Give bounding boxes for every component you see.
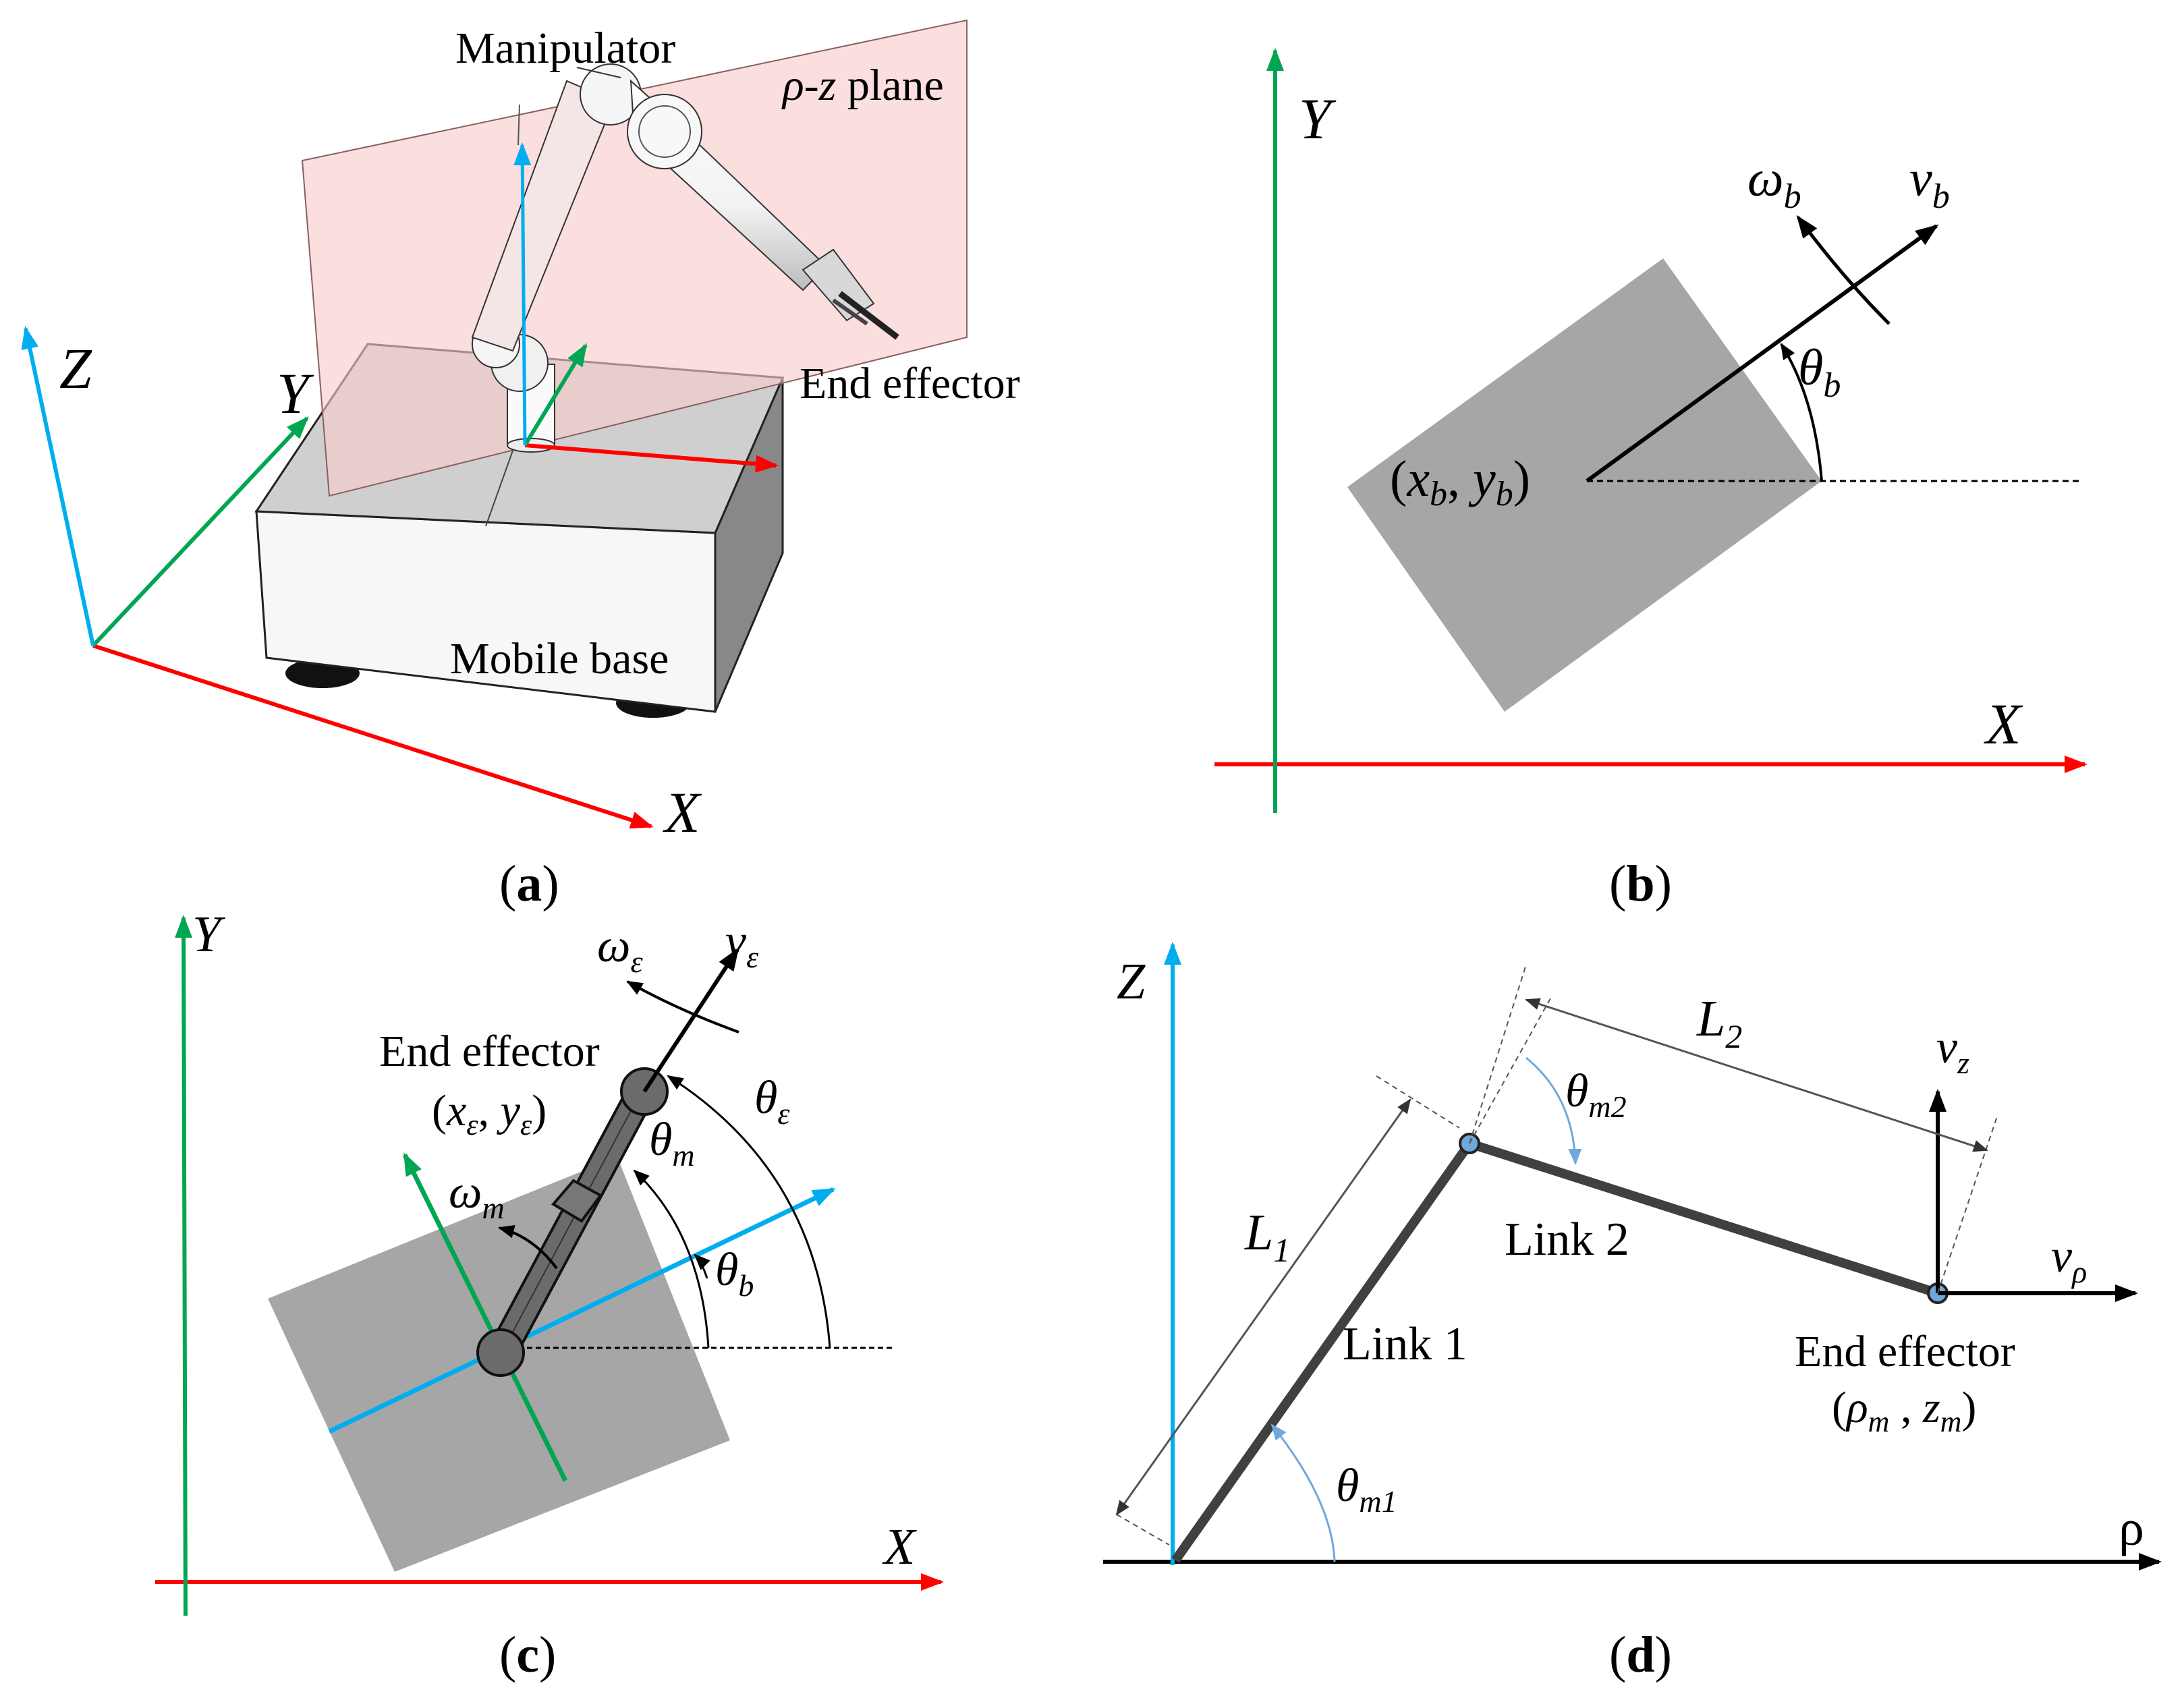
diagram-label: ωε xyxy=(597,920,643,979)
diagram-shape xyxy=(1937,1116,1998,1294)
diagram-shape xyxy=(1115,1098,1411,1516)
diagram-shape xyxy=(576,67,621,78)
caption-a: (a) xyxy=(499,855,559,912)
diagram-shape xyxy=(551,1179,603,1223)
diagram-shape xyxy=(499,1087,644,1357)
caption-b: (b) xyxy=(1609,855,1672,912)
diagram-shape xyxy=(1376,1075,1460,1129)
diagram-shape xyxy=(1469,998,1551,1144)
diagram-shape xyxy=(402,1152,568,1482)
diagram-label: vρ xyxy=(2051,1230,2087,1289)
axis-y-label-b: Y xyxy=(1299,86,1337,151)
manipulator-link-c xyxy=(476,1067,669,1377)
theta-arc-b xyxy=(1780,343,1823,482)
base-position-label: (xb, yb) xyxy=(1390,451,1530,513)
base-rectangle xyxy=(1347,258,1822,712)
diagram-label: ρ xyxy=(2119,1500,2144,1556)
link-2 xyxy=(1467,1139,1940,1298)
world-y-axis xyxy=(91,416,309,648)
diagram-label: θε xyxy=(754,1072,790,1131)
velocity-vector-c xyxy=(642,947,739,1093)
diagram-shape xyxy=(1469,964,1527,1144)
diagram-shape xyxy=(667,1075,831,1349)
diagram-shape xyxy=(175,915,193,1616)
world-z-label: Z xyxy=(59,336,92,401)
diagram-shape xyxy=(1116,1514,1170,1546)
diagram-label: θb xyxy=(1798,339,1841,405)
diagram-label: L1 xyxy=(1244,1204,1290,1269)
diagram-shape xyxy=(626,980,739,1034)
world-y-label: Y xyxy=(277,361,314,426)
diagram-label: vb xyxy=(1909,150,1950,216)
axis-x-label-b: X xyxy=(1984,691,2023,756)
panel-d: Z ρ L1 L2 Link 1 Link 2 θm1 θm2 vz vρ En… xyxy=(1103,942,2162,1683)
diagram-label: End effector xyxy=(1795,1327,2015,1376)
diagram-label: θm xyxy=(649,1114,695,1172)
diagram-shape xyxy=(476,1328,525,1377)
diagram-label: θm2 xyxy=(1565,1065,1627,1124)
diagram-label: Link 2 xyxy=(1505,1214,1629,1266)
diagram-label: Link 1 xyxy=(1343,1318,1467,1370)
diagram-shape xyxy=(523,343,588,447)
diagram-label: ωb xyxy=(1747,150,1801,216)
diagram-shape xyxy=(517,104,520,146)
caption-c: (c) xyxy=(499,1626,556,1683)
diagram-label: End effector xyxy=(379,1027,600,1076)
diagram-shape xyxy=(1270,1423,1336,1562)
panel-a: X Y Z Manipulator ρ-z plane End effector… xyxy=(21,19,1020,912)
diagram-label: vz xyxy=(1936,1021,1969,1080)
diagram-shape xyxy=(694,1253,710,1279)
panel-b: X Y ωb vb θb (xb, yb) (b) xyxy=(1214,48,2088,912)
end-effector-position-d: (ρm , zm) xyxy=(1832,1383,1976,1438)
diagram-shape xyxy=(328,1187,836,1434)
diagram-shape xyxy=(524,443,779,473)
diagram-shape xyxy=(1525,998,1988,1152)
diagram-label: X xyxy=(882,1519,917,1575)
diagram-shape xyxy=(832,298,868,326)
mobile-base-label: Mobile base xyxy=(450,634,669,683)
omega-arc-b xyxy=(1796,215,1891,325)
end-effector-label: End effector xyxy=(800,359,1020,408)
diagram-shape xyxy=(633,1169,710,1349)
diagram-shape xyxy=(498,1224,558,1270)
caption-d: (d) xyxy=(1609,1626,1672,1683)
diagram-label: θb xyxy=(715,1244,754,1303)
manipulator-label: Manipulator xyxy=(455,24,675,73)
diagram-label: vε xyxy=(725,915,759,974)
diagram-shape xyxy=(513,142,532,446)
diagram-label: θm1 xyxy=(1336,1460,1397,1519)
world-x-axis xyxy=(92,644,654,829)
diagram-label: L2 xyxy=(1696,990,1742,1055)
diagram-label: Z xyxy=(1117,953,1146,1010)
diagram-shape xyxy=(838,291,899,340)
world-x-label: X xyxy=(663,780,702,845)
world-z-axis xyxy=(21,326,95,646)
rho-z-plane xyxy=(301,19,968,497)
end-effector-position-c: (xε, yε) xyxy=(432,1086,547,1141)
manipulator-arm xyxy=(471,63,899,453)
diagram-shape xyxy=(638,105,691,158)
plane-label: ρ-z plane xyxy=(781,61,944,110)
panel-c: X Y ωε vε End effector (xε, yε) θε θm θb… xyxy=(155,906,944,1683)
diagram-shape xyxy=(1525,1056,1582,1165)
diagram-label: ωm xyxy=(449,1166,505,1225)
velocity-vector-b xyxy=(1586,224,1939,483)
diagram-label: Y xyxy=(192,906,226,963)
